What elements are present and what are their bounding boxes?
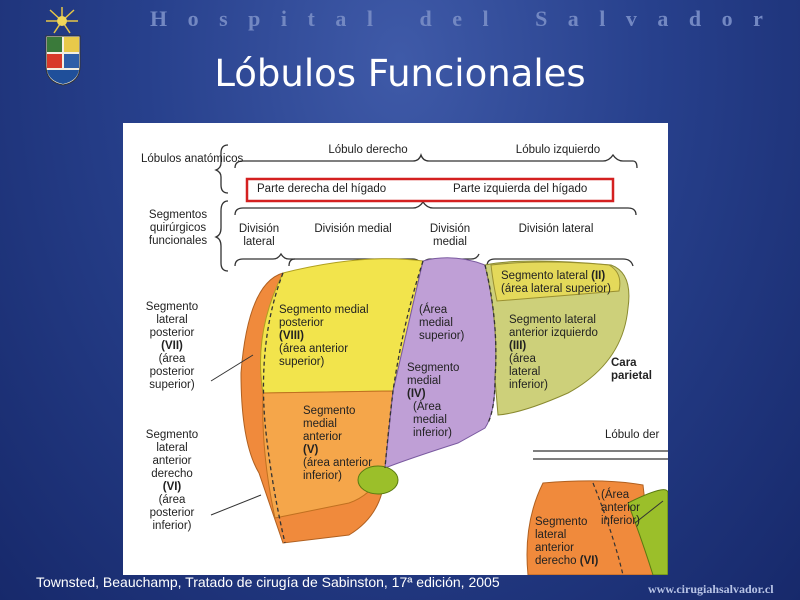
lobulo-derecho-inset-label: Lóbulo der: [605, 429, 660, 441]
segment-ii-label: Segmento lateral (II) (área lateral supe…: [501, 270, 611, 295]
liver-lobes-figure: Lóbulos anatómicos Segmentos quirúrgicos…: [123, 123, 668, 575]
division-left-lateral: División lateral: [518, 223, 594, 235]
left-part-label: Parte izquierda del hígado: [453, 183, 588, 195]
anatomic-lobes-row-label: Lóbulos anatómicos: [141, 153, 244, 165]
hospital-crest-icon: [45, 35, 81, 86]
division-left-medial: División medial: [429, 223, 471, 248]
surgical-segments-row-label: Segmentos quirúrgicos funcionales: [148, 209, 208, 247]
division-right-medial: División medial: [314, 223, 392, 235]
right-part-label: Parte derecha del hígado: [257, 183, 387, 195]
institution-name: Hospital del Salvador: [150, 6, 784, 31]
citation: Townsted, Beauchamp, Tratado de cirugía …: [36, 574, 500, 590]
website-link[interactable]: www.cirugiahsalvador.cl: [648, 582, 774, 596]
liver-diagram: [210, 144, 668, 575]
left-lobe-label: Lóbulo izquierdo: [515, 144, 601, 156]
slide-title: Lóbulos Funcionales: [214, 52, 586, 95]
right-lobe-label: Lóbulo derecho: [328, 144, 408, 156]
division-right-lateral: División lateral: [238, 223, 280, 248]
sun-logo-icon: [46, 7, 78, 34]
